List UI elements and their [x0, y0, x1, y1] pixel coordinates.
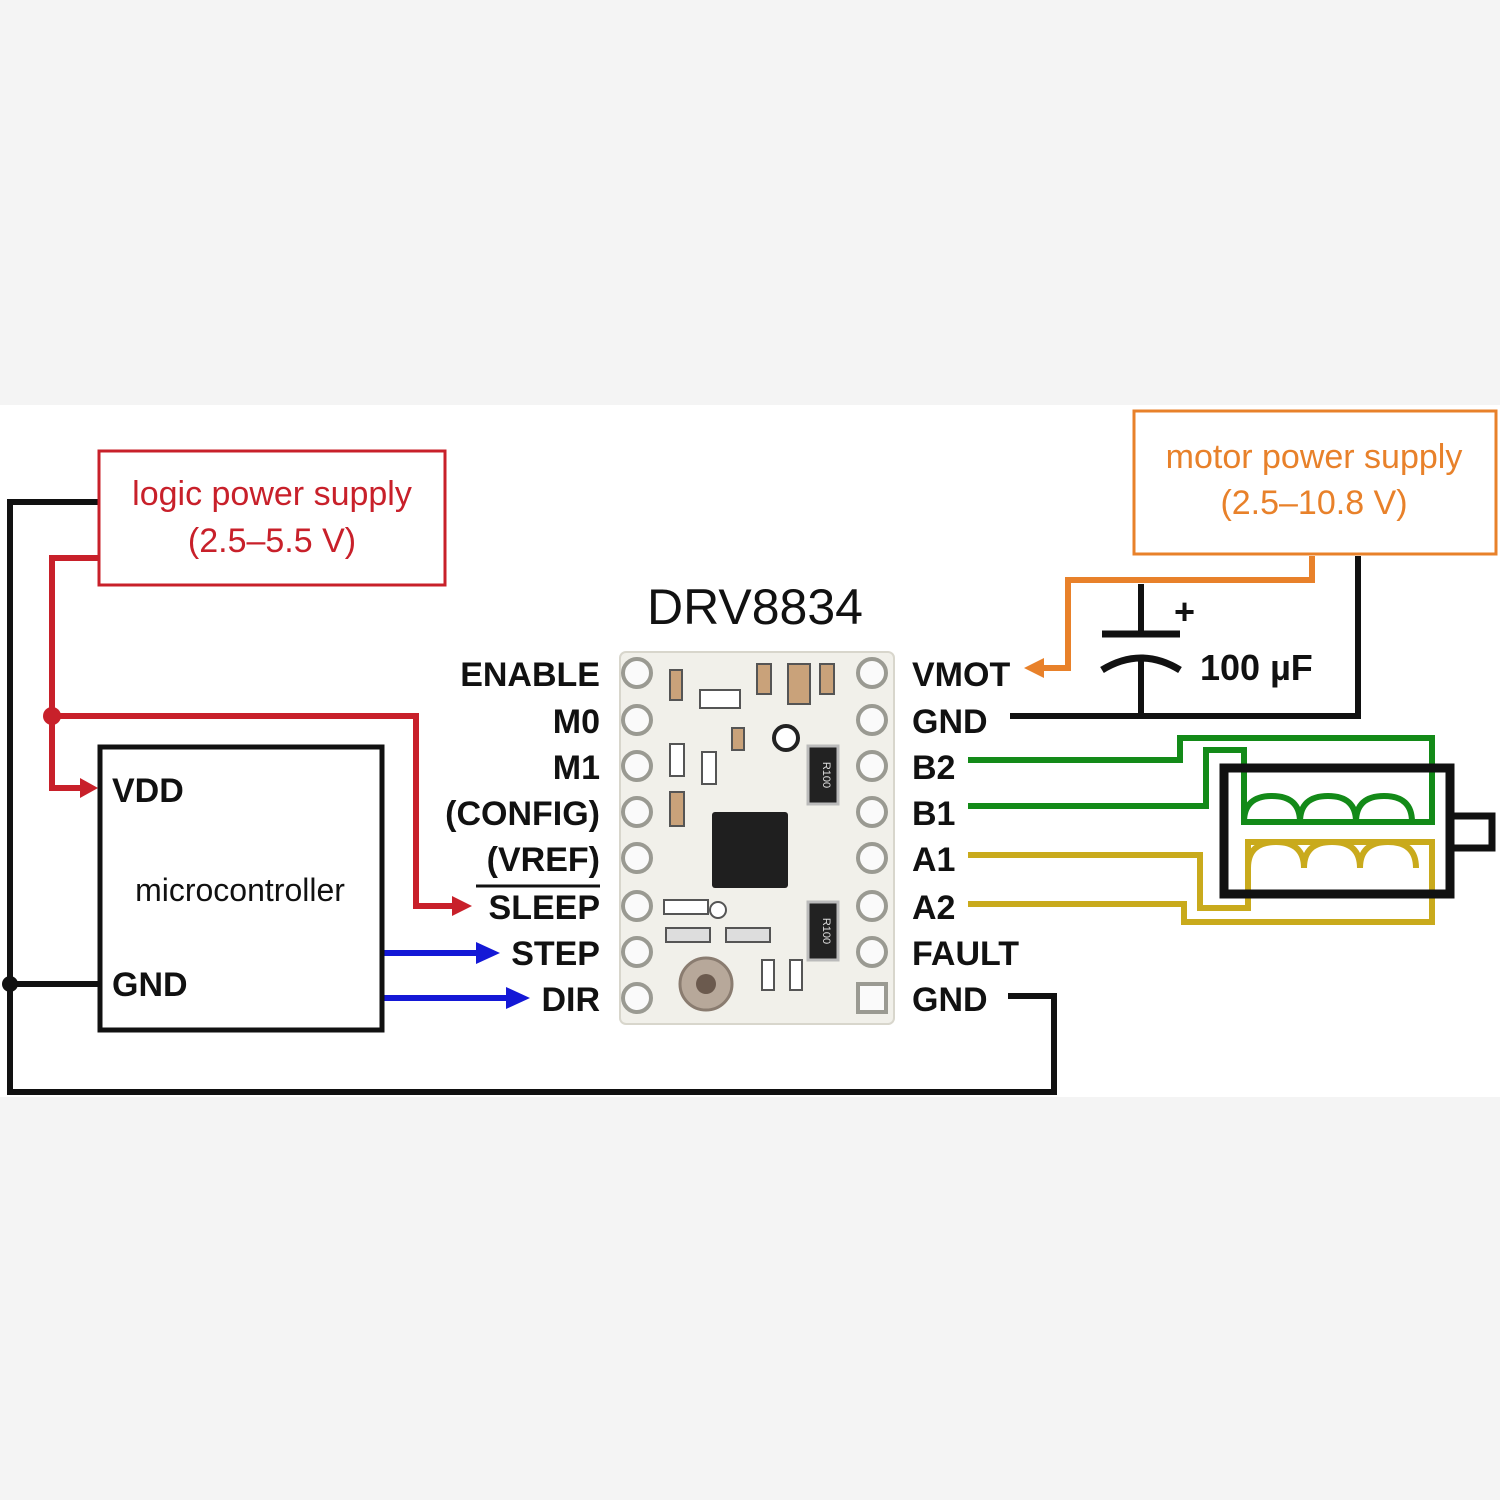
- vdd-arrow-icon: [80, 778, 98, 798]
- capacitor-polarity: +: [1174, 591, 1195, 632]
- stepper-motor: [1219, 763, 1496, 899]
- drv8834-board: R100 R100: [619, 651, 895, 1025]
- left-pad-4: [621, 796, 653, 828]
- pin-label-gnd-right: GND: [912, 703, 988, 741]
- pin-label-a1-right: A1: [912, 841, 955, 879]
- gnd-junction-dot: [2, 976, 18, 992]
- pin-label-b1-right: B1: [912, 795, 955, 833]
- pin-label-m1: M1: [553, 749, 600, 787]
- logic-power-supply-box: [97, 449, 447, 587]
- motor-supply-line2: (2.5–10.8 V): [1220, 484, 1407, 522]
- motor-supply-line1: motor power supply: [1166, 438, 1463, 476]
- mcu-label: microcontroller: [135, 872, 345, 908]
- ground-wires: [7, 499, 1361, 1095]
- pin-label-a2-right: A2: [912, 889, 955, 927]
- right-pad-8: [856, 982, 888, 1014]
- driver-ic: [712, 812, 788, 888]
- mcu-gnd-label: GND: [112, 966, 188, 1004]
- right-pad-7: [856, 936, 888, 968]
- right-pad-3: [856, 750, 888, 782]
- left-pad-5: [621, 842, 653, 874]
- right-pad-6: [856, 890, 888, 922]
- motor-power-supply-box: [1132, 409, 1498, 556]
- right-pad-2: [856, 704, 888, 736]
- capacitor-value: 100 µF: [1200, 647, 1313, 688]
- coil-b-wires: [968, 735, 1435, 825]
- left-pad-7: [621, 936, 653, 968]
- pin-label-sleep: SLEEP: [489, 889, 600, 927]
- pin-label-vmot-right: VMOT: [912, 656, 1010, 694]
- resistor-bottom-marking: R100: [820, 918, 832, 944]
- motor-gnd-wire: [1010, 556, 1361, 719]
- right-pad-4: [856, 796, 888, 828]
- left-pad-2: [621, 704, 653, 736]
- logic-power-wires: [49, 555, 456, 909]
- left-pad-1: [621, 657, 653, 689]
- pin-label-m0: M0: [553, 703, 600, 741]
- microcontroller-box: [97, 744, 385, 1033]
- vmot-arrow-icon: [1024, 658, 1044, 678]
- resistor-top-marking: R100: [820, 762, 832, 788]
- pin-label-enable: ENABLE: [460, 656, 600, 694]
- pin-label-vref: (VREF): [487, 841, 600, 879]
- sleep-arrow-icon: [452, 896, 472, 916]
- logic-supply-line2: (2.5–5.5 V): [188, 522, 356, 560]
- right-pad-1: [856, 657, 888, 689]
- pin-label-dir: DIR: [541, 981, 600, 1019]
- gnd-loop-wire: [7, 499, 1057, 1095]
- left-header-pads: [621, 657, 653, 1014]
- coil-b-winding: [1241, 792, 1415, 823]
- coil-a-winding: [1245, 838, 1419, 869]
- signal-wires: [384, 950, 512, 1001]
- right-header-pads: [856, 657, 888, 1014]
- page-title: DRV8834: [647, 579, 863, 635]
- left-pad-6: [621, 890, 653, 922]
- mcu-vdd-label: VDD: [112, 772, 184, 810]
- right-pad-5: [856, 842, 888, 874]
- pin-label-fault-right: FAULT: [912, 935, 1019, 973]
- left-pad-3: [621, 750, 653, 782]
- pin-label-b2-right: B2: [912, 749, 955, 787]
- dir-arrow-icon: [506, 987, 530, 1009]
- pin-label-config: (CONFIG): [445, 795, 600, 833]
- pin-label-step: STEP: [511, 935, 600, 973]
- pin-label-gnd-right: GND: [912, 981, 988, 1019]
- logic-supply-line1: logic power supply: [132, 475, 412, 513]
- logic-junction-dot: [43, 707, 61, 725]
- capacitor-symbol: [1100, 584, 1182, 716]
- step-arrow-icon: [476, 942, 500, 964]
- left-pad-8: [621, 982, 653, 1014]
- motor-power-wires: [1040, 556, 1315, 671]
